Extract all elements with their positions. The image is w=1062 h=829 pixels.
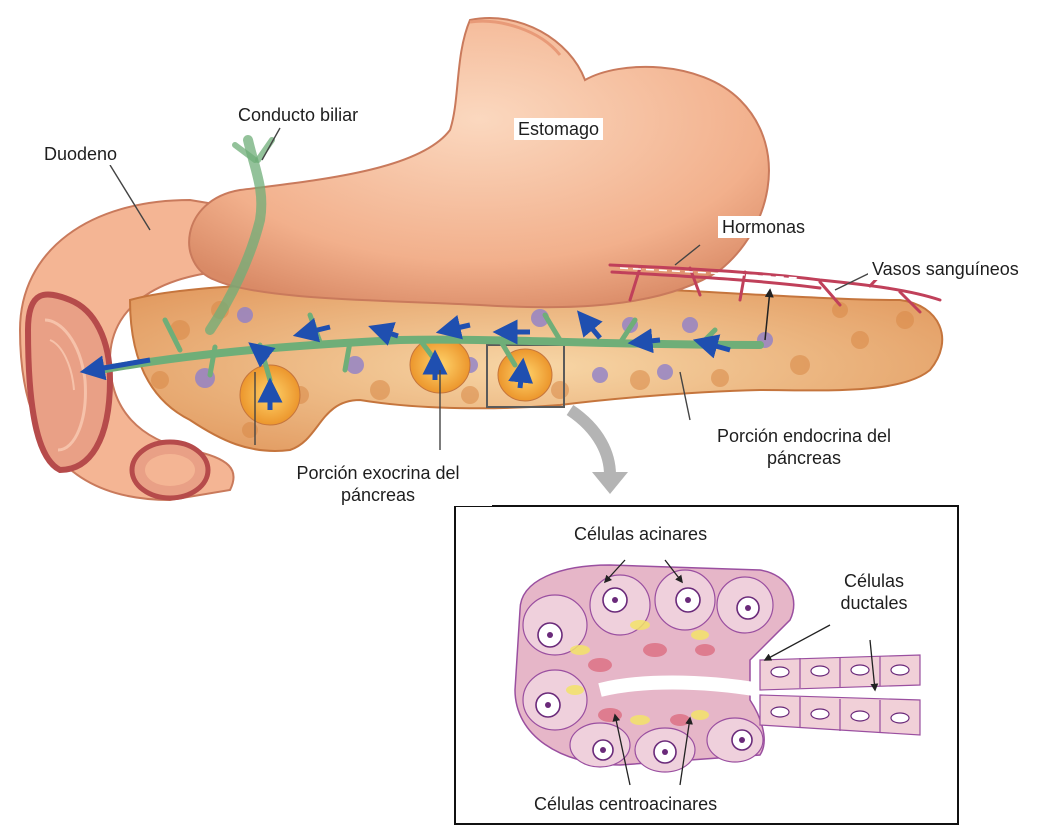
label-duodeno: Duodeno — [40, 143, 121, 165]
label-porcion-endocrina: Porción endocrina del páncreas — [680, 425, 928, 469]
stomach — [189, 18, 769, 307]
label-celulas-ductales: Células ductales — [820, 570, 928, 614]
zoom-arrow — [570, 410, 628, 494]
label-vasos-sanguineos: Vasos sanguíneos — [868, 258, 1023, 280]
label-conducto-biliar: Conducto biliar — [234, 104, 362, 126]
acinus-detail-inset — [455, 506, 958, 824]
label-celulas-centroacinares: Células centroacinares — [530, 793, 721, 815]
label-estomago: Estomago — [514, 118, 603, 140]
label-hormonas: Hormonas — [718, 216, 809, 238]
label-porcion-exocrina: Porción exocrina del páncreas — [264, 462, 492, 506]
label-celulas-ductales-line1: Células — [844, 571, 904, 591]
label-porcion-endocrina-line2: páncreas — [767, 448, 841, 468]
label-porcion-exocrina-line2: páncreas — [341, 485, 415, 505]
label-celulas-acinares: Células acinares — [570, 523, 711, 545]
label-porcion-endocrina-line1: Porción endocrina del — [717, 426, 891, 446]
label-porcion-exocrina-line1: Porción exocrina del — [296, 463, 459, 483]
label-celulas-ductales-line2: ductales — [840, 593, 907, 613]
